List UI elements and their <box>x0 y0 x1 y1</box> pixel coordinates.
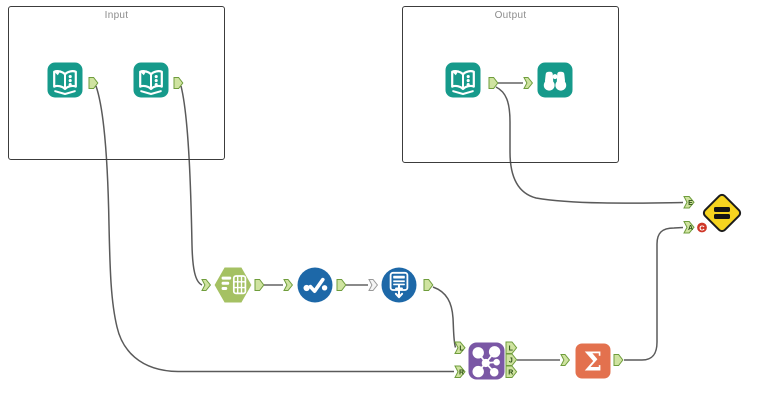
container-input-label: Input <box>104 10 129 21</box>
input1-output-anchor[interactable] <box>88 77 99 89</box>
open-book-icon <box>445 62 481 98</box>
connection-input3-to-test-e[interactable] <box>495 86 684 204</box>
binoculars-icon <box>537 62 573 98</box>
join-join-output-label: J <box>509 358 513 365</box>
join-left-output-anchor[interactable] <box>505 341 518 354</box>
join-right-output-anchor[interactable] <box>505 365 518 378</box>
generate-rows-tool[interactable] <box>381 267 417 303</box>
generaterows-input-anchor[interactable] <box>368 279 379 291</box>
sigma-icon: Σ <box>575 343 611 379</box>
container-input[interactable]: Input <box>8 6 225 160</box>
text-to-columns-tool[interactable] <box>214 267 252 303</box>
test-actual-input-anchor[interactable] <box>683 221 695 234</box>
unique-input-anchor[interactable] <box>283 279 294 291</box>
join-join-output-anchor[interactable] <box>505 353 518 366</box>
input-data-tool-1[interactable] <box>47 62 83 98</box>
test-expected-input-label: E <box>688 200 693 207</box>
connection-input1-to-join-r[interactable] <box>95 85 454 373</box>
open-book-icon <box>47 62 83 98</box>
join-right-input-label: R <box>459 370 464 377</box>
connection-generaterows-to-join-l[interactable] <box>432 286 457 348</box>
warning-diamond-icon <box>700 191 744 235</box>
equals-icon <box>714 207 730 212</box>
join-right-input-anchor[interactable] <box>454 365 466 378</box>
error-badge-icon <box>696 221 708 234</box>
hub-network-icon <box>468 342 505 380</box>
texttocolumns-input-anchor[interactable] <box>201 279 212 291</box>
input-data-tool-2[interactable] <box>133 62 169 98</box>
equals-icon <box>714 214 730 219</box>
open-book-icon <box>133 62 169 98</box>
error-badge-letter: C <box>699 223 705 232</box>
summarize-tool[interactable]: Σ <box>575 343 611 379</box>
test-tool[interactable] <box>700 191 744 235</box>
sigma-glyph: Σ <box>584 348 602 378</box>
input-data-tool-3[interactable] <box>445 62 481 98</box>
table-plus-down-arrow-icon <box>381 267 417 303</box>
summarize-output-anchor[interactable] <box>613 354 624 366</box>
input3-output-anchor[interactable] <box>488 77 499 89</box>
unique-tool[interactable] <box>297 267 333 303</box>
join-left-output-label: L <box>509 346 514 353</box>
dots-checkmark-icon <box>297 267 333 303</box>
unique-output-anchor[interactable] <box>336 279 347 291</box>
join-left-input-anchor[interactable] <box>454 341 466 354</box>
summarize-input-anchor[interactable] <box>560 354 571 366</box>
texttocolumns-output-anchor[interactable] <box>254 279 265 291</box>
container-output[interactable]: Output <box>402 6 619 163</box>
test-actual-input-label: A <box>688 225 693 232</box>
join-left-input-label: L <box>459 346 464 353</box>
join-tool[interactable] <box>468 342 505 380</box>
browse-input-anchor[interactable] <box>523 77 534 89</box>
input2-output-anchor[interactable] <box>173 77 184 89</box>
join-right-output-label: R <box>508 370 513 377</box>
test-expected-input-anchor[interactable] <box>683 196 695 209</box>
connection-input2-to-texttocolumns[interactable] <box>180 85 203 286</box>
list-to-table-hexagon-icon <box>214 267 252 303</box>
generaterows-output-anchor[interactable] <box>423 279 434 291</box>
connection-summarize-to-test-a[interactable] <box>624 226 684 361</box>
container-output-label: Output <box>494 10 527 21</box>
browse-tool[interactable] <box>537 62 573 98</box>
